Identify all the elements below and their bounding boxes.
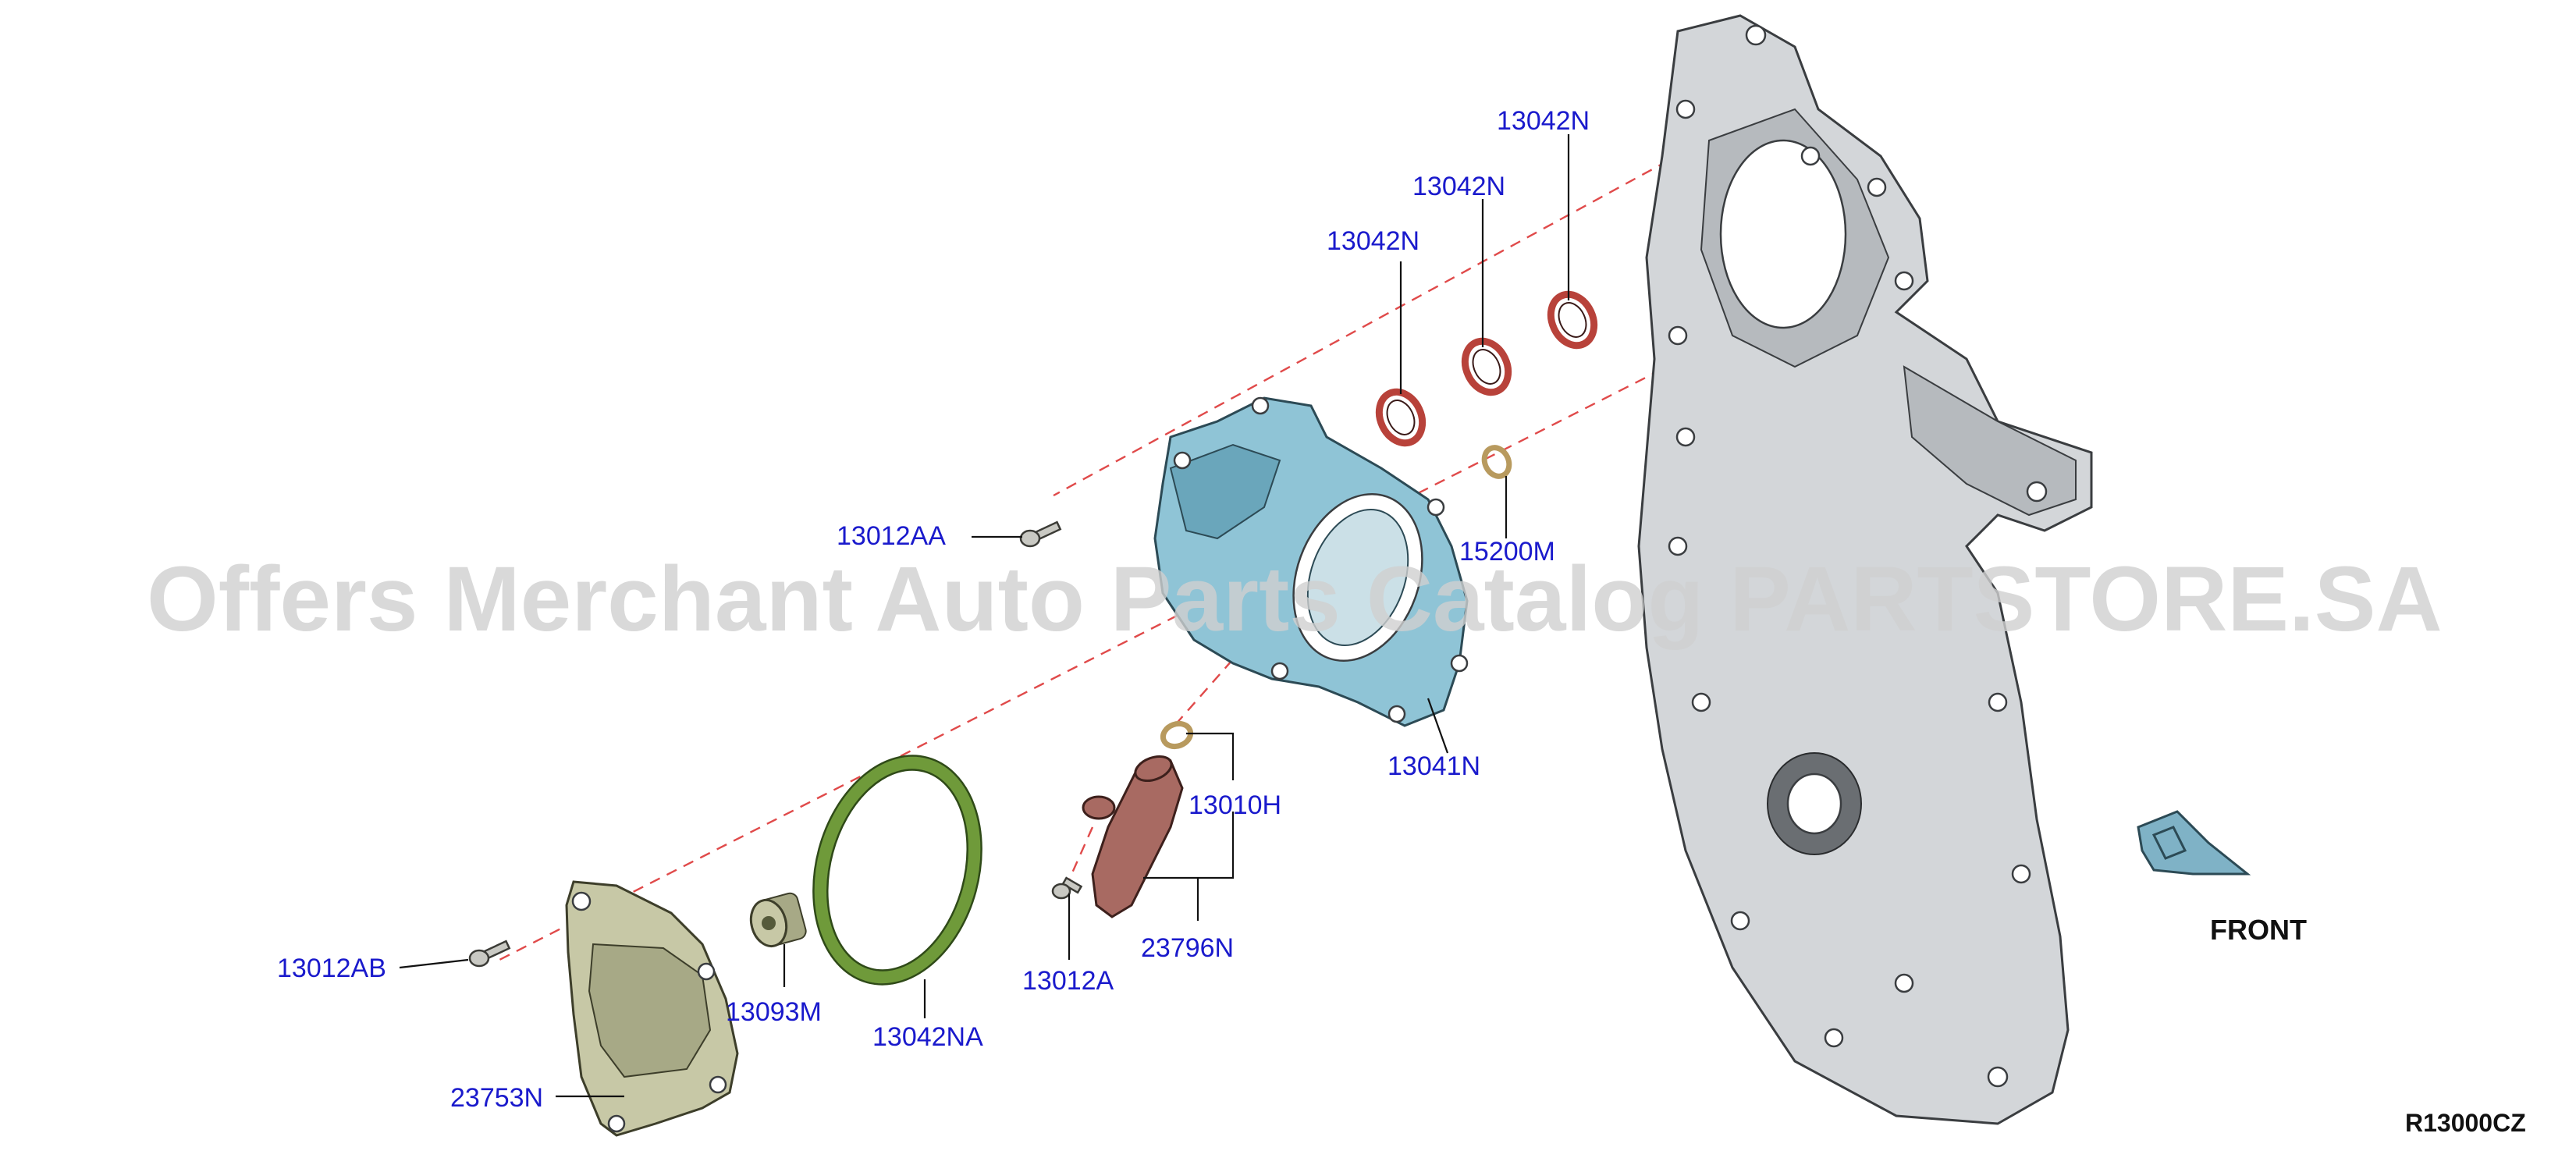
callout-15200M: 15200M bbox=[1459, 537, 1555, 567]
callout-13012AA: 13012AA bbox=[837, 521, 946, 551]
bolt-13012AA bbox=[1019, 520, 1062, 548]
callout-13041N: 13041N bbox=[1387, 751, 1480, 781]
gasket-15200M bbox=[1481, 445, 1512, 479]
callout-labels: 13042N 13042N 13042N 13012AA 15200M 1304… bbox=[277, 106, 1590, 1113]
callout-13042N-top: 13042N bbox=[1497, 106, 1590, 136]
front-label: FRONT bbox=[2210, 914, 2307, 946]
bolt-13012AB bbox=[468, 940, 511, 968]
bolt-13012A bbox=[1051, 876, 1083, 900]
o-ring-13042N-mid bbox=[1461, 337, 1512, 396]
o-ring-13042N-top bbox=[1547, 290, 1598, 350]
sensor-13093M bbox=[749, 892, 807, 948]
leader-lines bbox=[399, 134, 1570, 1098]
callout-23753N: 23753N bbox=[450, 1083, 543, 1113]
o-ring-13042N-left bbox=[1375, 388, 1427, 447]
front-arrow-icon bbox=[2137, 810, 2251, 876]
watermark-text: Offers Merchant Auto Parts Catalog PARTS… bbox=[147, 548, 2443, 651]
callout-23796N: 23796N bbox=[1141, 933, 1234, 963]
oil-seal-13042NA bbox=[812, 755, 982, 986]
callout-13010H: 13010H bbox=[1189, 790, 1281, 820]
front-housing-13041N bbox=[1153, 396, 1469, 727]
callout-13012A: 13012A bbox=[1022, 966, 1114, 996]
callout-13093M: 13093M bbox=[726, 997, 822, 1027]
callout-13012AB: 13012AB bbox=[277, 954, 386, 983]
cover-plate-23753N bbox=[565, 880, 739, 1137]
callout-13042N-left: 13042N bbox=[1327, 226, 1419, 256]
solenoid-valve-23796N bbox=[1082, 755, 1184, 918]
callout-13042N-mid: 13042N bbox=[1412, 172, 1505, 201]
diagram-code: R13000CZ bbox=[2405, 1109, 2526, 1137]
timing-chain-cover bbox=[1637, 14, 2093, 1125]
callout-13042NA: 13042NA bbox=[872, 1022, 983, 1052]
o-ring-13010H bbox=[1160, 720, 1194, 750]
